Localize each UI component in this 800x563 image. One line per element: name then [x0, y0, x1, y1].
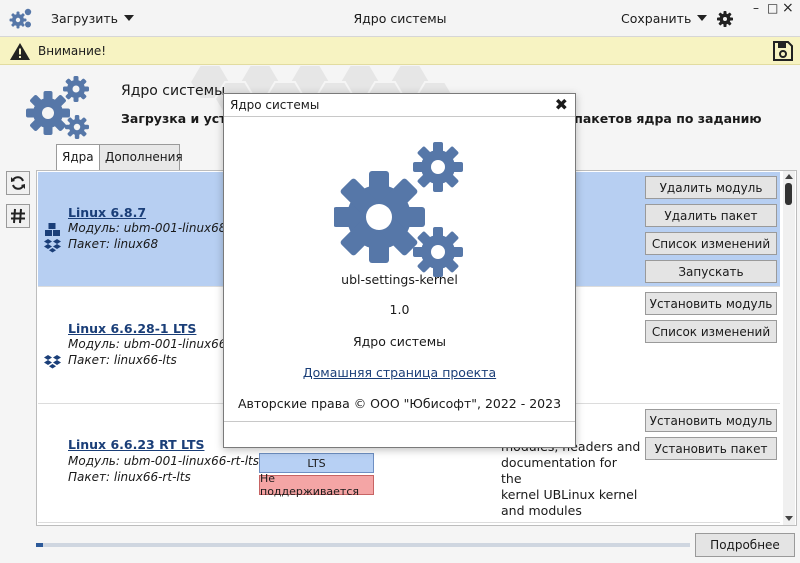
dialog-body: ubl-settings-kernel 1.0 Ядро системы Дом…	[224, 116, 575, 422]
warning-text: Внимание!	[38, 44, 107, 58]
description-line: documentation for the	[501, 455, 617, 486]
chevron-down-icon	[124, 15, 134, 21]
kernel-name[interactable]: Linux 6.6.28-1 LTS	[68, 321, 197, 336]
progress-fill	[36, 543, 43, 547]
lts-badge: LTS	[259, 453, 374, 473]
load-menu[interactable]: Загрузить	[51, 11, 134, 26]
save-menu[interactable]: Сохранить	[621, 11, 708, 26]
install-module-button[interactable]: Установить модуль	[645, 409, 777, 432]
scroll-up-icon[interactable]	[785, 174, 793, 179]
remove-package-button[interactable]: Удалить пакет	[645, 204, 777, 227]
changelog-button[interactable]: Список изменений	[645, 232, 777, 255]
list-scrollbar[interactable]	[783, 171, 795, 525]
install-package-button[interactable]: Установить пакет	[645, 437, 777, 460]
dialog-title: Ядро системы	[230, 98, 320, 112]
kernel-module: Модуль: ubm-001-linux68	[68, 221, 227, 235]
description-line: and modules	[501, 503, 582, 518]
chevron-down-icon	[697, 15, 708, 21]
tab-addons[interactable]: Дополнения	[99, 144, 183, 170]
tab-kernels-label: Ядра	[62, 150, 94, 164]
description-line: kernel UBLinux kernel	[501, 487, 638, 502]
kernel-name[interactable]: Linux 6.8.7	[68, 205, 147, 220]
about-copyright: Авторские права © ООО "Юбисофт", 2022 - …	[237, 396, 562, 411]
app-logo-gears-icon	[26, 76, 89, 139]
more-details-button[interactable]: Подробнее	[695, 533, 795, 557]
warning-icon	[10, 43, 30, 60]
tab-addons-label: Дополнения	[105, 150, 183, 164]
about-app-id: ubl-settings-kernel	[341, 272, 458, 287]
close-button[interactable]: ×	[782, 0, 794, 16]
save-menu-label: Сохранить	[621, 11, 692, 26]
unsupported-badge: Не поддерживается	[259, 472, 374, 498]
kernel-package: Пакет: linux66-rt-lts	[68, 470, 191, 484]
banner-title: Ядро системы	[121, 83, 226, 99]
kernel-name[interactable]: Linux 6.6.23 RT LTS	[68, 437, 205, 452]
dialog-close-button[interactable]: ✖	[554, 95, 568, 114]
app-logo-gears-icon	[334, 142, 463, 277]
scroll-down-icon[interactable]	[785, 516, 793, 521]
about-version: 1.0	[389, 302, 410, 317]
homepage-link[interactable]: Домашняя страница проекта	[302, 365, 497, 380]
cubes-icon	[45, 223, 60, 236]
minimize-button[interactable]: –	[753, 1, 759, 15]
hash-icon	[11, 208, 25, 224]
gear-icon[interactable]	[716, 10, 734, 28]
progress-bar	[36, 543, 690, 547]
load-menu-label: Загрузить	[51, 11, 118, 26]
dropbox-icon	[44, 239, 61, 253]
dropbox-icon	[44, 355, 61, 369]
floppy-save-icon[interactable]	[772, 40, 794, 62]
about-name: Ядро системы	[352, 334, 447, 349]
about-dialog: Ядро системы ✖	[223, 93, 576, 448]
kernel-package: Пакет: linux68	[68, 237, 159, 251]
kernel-module: Модуль: ubm-001-linux66-rt-lts	[68, 454, 260, 468]
launch-button[interactable]: Запускать	[645, 260, 777, 283]
header-bar: Загрузить Ядро системы Сохранить – □ ×	[0, 0, 800, 37]
app-gears-icon	[9, 8, 32, 29]
install-module-button[interactable]: Установить модуль	[645, 292, 777, 315]
hash-button[interactable]	[6, 204, 30, 228]
remove-module-button[interactable]: Удалить модуль	[645, 176, 777, 199]
kernel-module: Модуль: ubm-001-linux66-l	[68, 337, 235, 351]
maximize-button[interactable]: □	[767, 1, 779, 15]
tab-kernels[interactable]: Ядра	[56, 144, 100, 172]
refresh-icon	[11, 176, 25, 190]
warning-bar: Внимание!	[0, 37, 800, 65]
kernel-package: Пакет: linux66-lts	[68, 353, 177, 367]
scroll-thumb[interactable]	[785, 183, 792, 205]
refresh-button[interactable]	[6, 171, 30, 195]
changelog-button[interactable]: Список изменений	[645, 320, 777, 343]
